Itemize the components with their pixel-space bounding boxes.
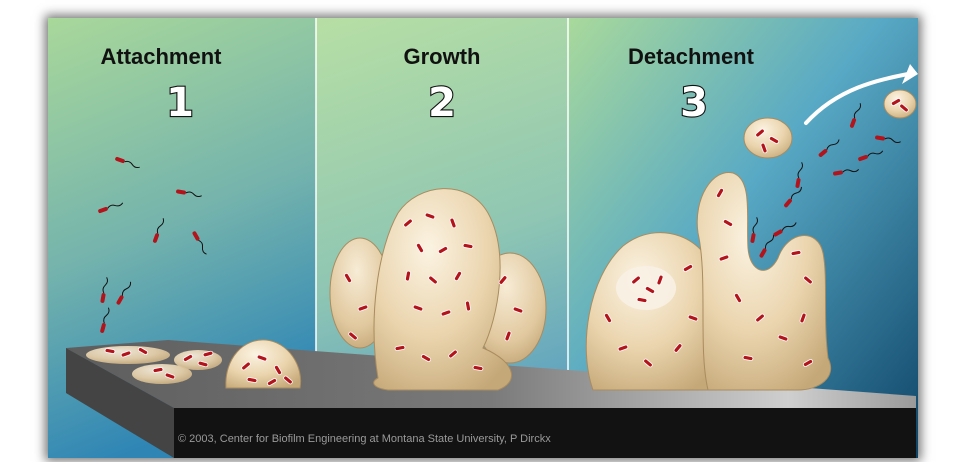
biofilm-diagram: Attachment 1 Growth 2 Detachment 3 © 200… xyxy=(48,18,918,458)
panel-number-2: 2 xyxy=(428,80,456,126)
diagram-canvas: Attachment 1 Growth 2 Detachment 3 © 200… xyxy=(48,18,918,458)
copyright-credit: © 2003, Center for Biofilm Engineering a… xyxy=(178,433,551,445)
panel-title-attachment: Attachment xyxy=(100,44,222,69)
panel-title-detachment: Detachment xyxy=(628,44,755,69)
panel-title-growth: Growth xyxy=(404,44,481,69)
panel-number-1: 1 xyxy=(166,80,194,126)
panel-number-3: 3 xyxy=(680,80,708,126)
